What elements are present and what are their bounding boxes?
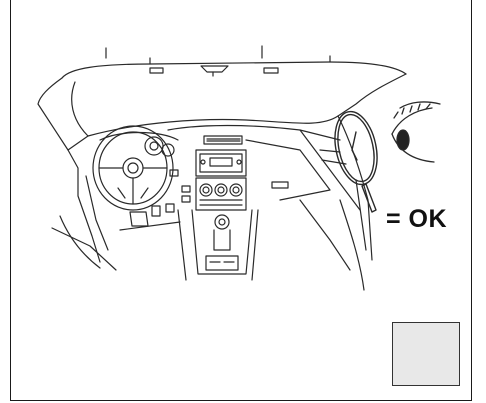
steering-wheel <box>92 125 174 211</box>
a-pillars <box>37 73 407 151</box>
windshield-frame <box>61 45 407 79</box>
dash-controls <box>169 169 191 203</box>
instrument-cluster <box>99 131 179 157</box>
ok-label: = OK <box>386 205 448 233</box>
pedals <box>119 203 181 231</box>
dashboard <box>87 115 373 291</box>
gray-swatch <box>392 322 460 386</box>
center-console <box>177 135 259 281</box>
left-door <box>51 149 117 271</box>
